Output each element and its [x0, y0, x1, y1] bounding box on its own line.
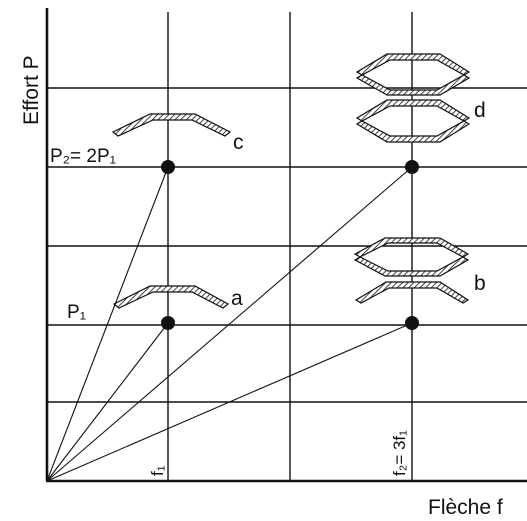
- point-c: [161, 160, 175, 174]
- point-d: [405, 160, 419, 174]
- grid: [47, 12, 527, 480]
- point-b: [405, 316, 419, 330]
- label-p2: P₂= 2P₁: [50, 146, 116, 167]
- rays: [46, 166, 413, 482]
- label-spring-d: d: [474, 99, 486, 122]
- spring-c-icon: [111, 113, 232, 137]
- points: [161, 160, 419, 330]
- label-spring-a: a: [231, 287, 243, 310]
- label-f2: f₂= 3f₁: [390, 430, 409, 476]
- label-spring-c: c: [233, 131, 244, 154]
- label-p1: P₁: [67, 302, 86, 323]
- spring-d-icon: [355, 53, 471, 143]
- spring-b-icon: [353, 237, 470, 304]
- axes: [45, 8, 527, 483]
- point-a: [161, 316, 175, 330]
- label-spring-b: b: [474, 272, 486, 295]
- y-axis-label: Effort P: [20, 55, 43, 125]
- spring-a-icon: [112, 285, 230, 309]
- label-f1: f₁: [148, 465, 167, 476]
- x-axis-label: Flèche f: [428, 496, 503, 519]
